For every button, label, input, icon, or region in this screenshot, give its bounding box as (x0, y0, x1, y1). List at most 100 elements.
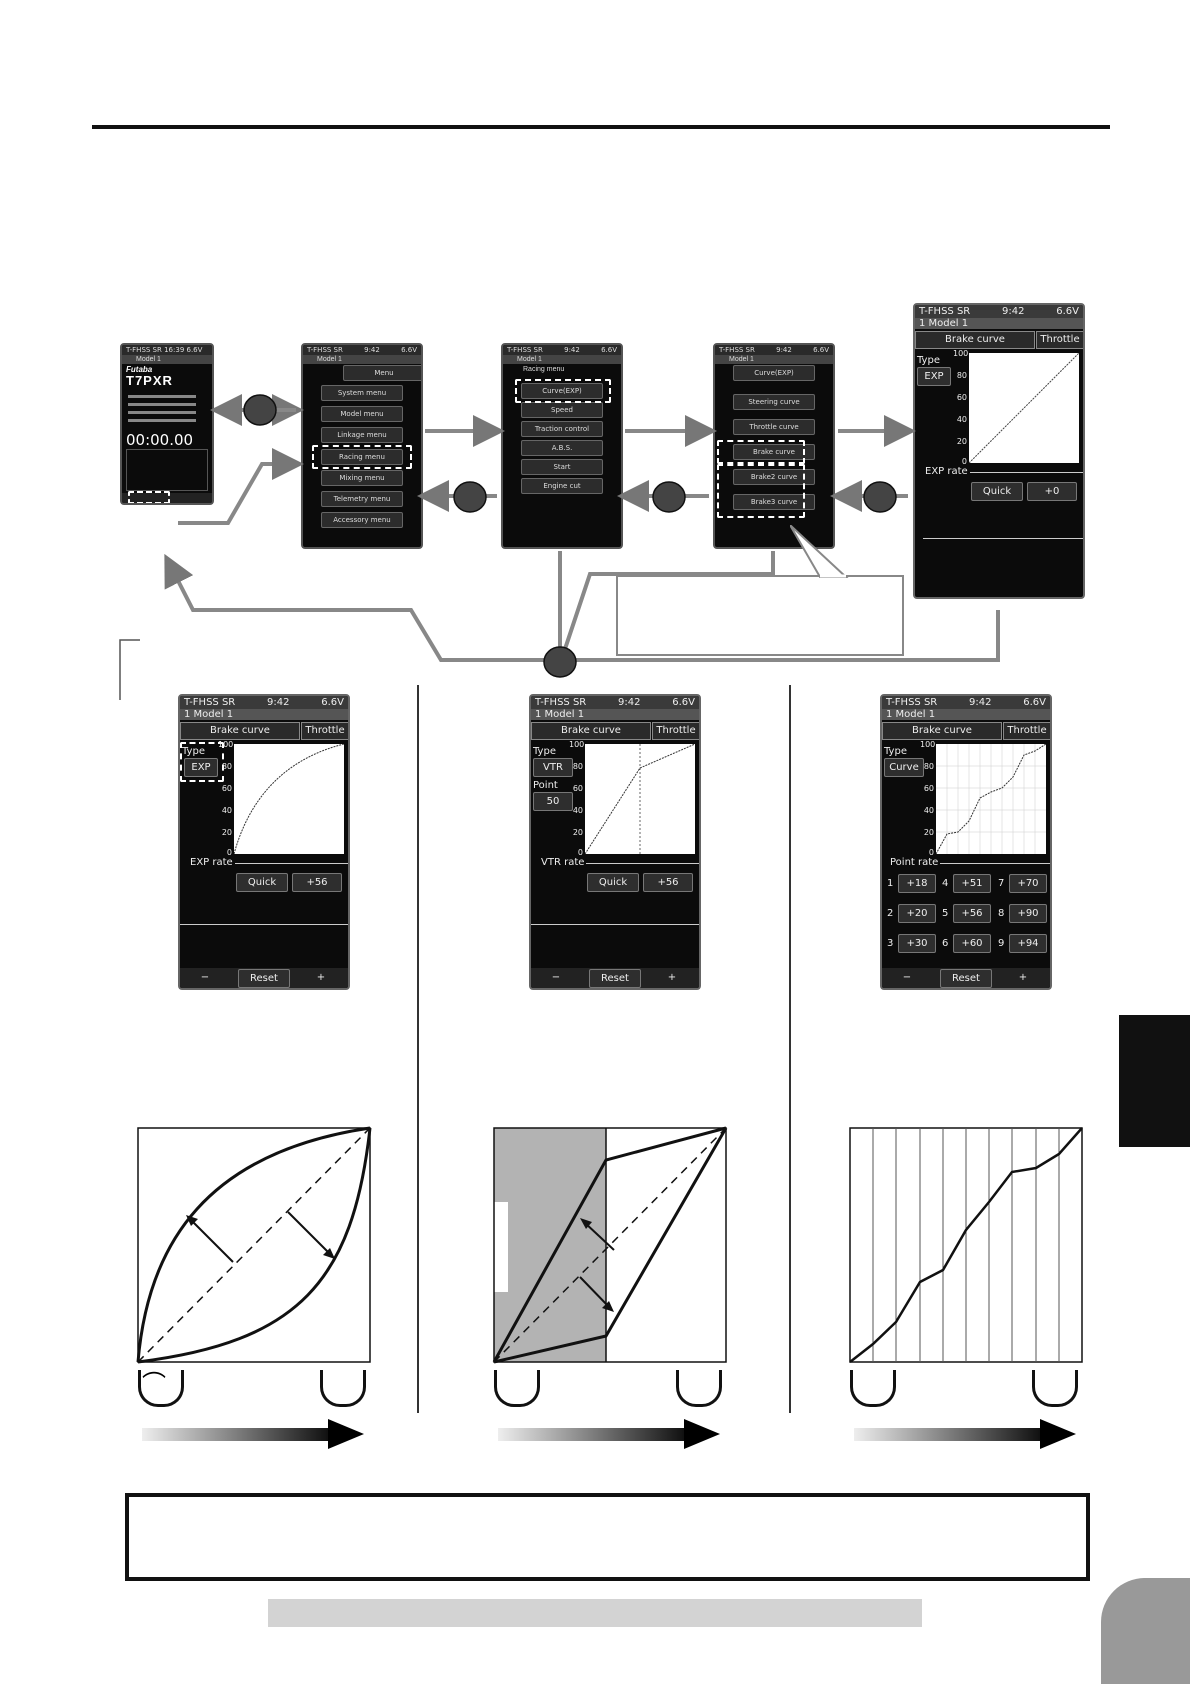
quick-button[interactable]: Quick (587, 873, 639, 892)
tab-brake-curve[interactable]: Brake curve (531, 722, 651, 740)
vtr-model: 1 Model 1 (531, 709, 699, 720)
type-highlight (180, 742, 224, 782)
type-label: Type (884, 746, 907, 757)
y-tick: 100 (218, 740, 234, 749)
racing-item-traction[interactable]: Traction control (521, 421, 603, 437)
ct-graph (936, 744, 1046, 854)
curve-item-throttle[interactable]: Throttle curve (733, 419, 815, 435)
curve-item-brake2[interactable]: Brake2 curve (733, 469, 815, 485)
quick-button[interactable]: Quick (236, 873, 288, 892)
point-button[interactable]: 50 (533, 792, 573, 811)
y-tick: 60 (572, 784, 583, 793)
curve-exp-highlight (515, 379, 611, 403)
rate-label: EXP rate (188, 857, 235, 868)
menu-item-accessory[interactable]: Accessory menu (321, 512, 403, 528)
point-value[interactable]: +90 (1009, 904, 1047, 923)
rate-value[interactable]: +56 (643, 873, 693, 892)
reset-button[interactable]: Reset (940, 969, 992, 988)
trigger-neutral-icon (850, 1370, 896, 1407)
racing-item-curve-exp[interactable]: Curve(EXP) (521, 383, 603, 399)
plus-button[interactable]: + (1000, 969, 1046, 986)
y-tick: 80 (956, 371, 967, 380)
reset-button[interactable]: Reset (238, 969, 290, 988)
racing-item-abs[interactable]: A.B.S. (521, 440, 603, 456)
rate-label: Point rate (888, 857, 941, 868)
racing-menu-highlight (312, 445, 412, 469)
point-value[interactable]: +20 (898, 904, 936, 923)
menu-item-system[interactable]: System menu (321, 385, 403, 401)
rate-value[interactable]: +0 (1027, 482, 1077, 501)
racing-item-start[interactable]: Start (521, 459, 603, 475)
y-tick: 100 (920, 740, 936, 749)
menu-item-telemetry[interactable]: Telemetry menu (321, 491, 403, 507)
product-name: T7PXR (126, 373, 173, 388)
racing-model: Model 1 (503, 355, 621, 364)
tab-throttle[interactable]: Throttle (1036, 331, 1083, 349)
type-button[interactable]: EXP (917, 367, 951, 386)
menu-item-mixing[interactable]: Mixing menu (321, 470, 403, 486)
point-value[interactable]: +30 (898, 934, 936, 953)
point-number: 8 (998, 908, 1005, 919)
point-value[interactable]: +70 (1009, 874, 1047, 893)
tab-brake-curve[interactable]: Brake curve (180, 722, 300, 740)
y-tick: 40 (221, 806, 232, 815)
tab-throttle[interactable]: Throttle (652, 722, 699, 740)
type-button[interactable]: EXP (184, 758, 218, 777)
tab-throttle[interactable]: Throttle (1003, 722, 1050, 740)
y-tick: 40 (572, 806, 583, 815)
trigger-neutral-icon (138, 1370, 184, 1407)
brake-curves-group-highlight (717, 464, 805, 518)
minus-button[interactable]: − (182, 969, 228, 986)
point-value[interactable]: +60 (953, 934, 991, 953)
menu-item-racing[interactable]: Racing menu (321, 449, 403, 465)
trigger-neutral-icon (494, 1370, 540, 1407)
curve-item-steering[interactable]: Steering curve (733, 394, 815, 410)
point-number: 2 (887, 908, 894, 919)
plus-button[interactable]: + (649, 969, 695, 986)
note-box (125, 1493, 1090, 1581)
ct-bottom-bar: − Reset + (882, 968, 1050, 988)
page-number-tab (1101, 1578, 1190, 1684)
type-button[interactable]: VTR (533, 758, 573, 777)
rate-value[interactable]: +56 (292, 873, 342, 892)
curve-title: Curve(EXP) (733, 365, 815, 381)
plus-button[interactable]: + (298, 969, 344, 986)
y-tick: 0 (577, 848, 583, 857)
trigger-pulled-icon (676, 1370, 722, 1407)
tab-brake-curve[interactable]: Brake curve (915, 331, 1035, 349)
home-screen: T-FHSS SR 16:39 6.6V Model 1 Futaba T7PX… (120, 343, 214, 505)
menu-item-model[interactable]: Model menu (321, 406, 403, 422)
brake-curve-highlight (717, 440, 805, 464)
point-value[interactable]: +51 (953, 874, 991, 893)
point-value[interactable]: +18 (898, 874, 936, 893)
menu-item-linkage[interactable]: Linkage menu (321, 427, 403, 443)
y-tick: 80 (572, 762, 583, 771)
racing-item-engine-cut[interactable]: Engine cut (521, 478, 603, 494)
minus-button[interactable]: − (884, 969, 930, 986)
menu-button-highlight[interactable] (128, 491, 170, 503)
minus-button[interactable]: − (533, 969, 579, 986)
point-value[interactable]: +94 (1009, 934, 1047, 953)
point-number: 5 (942, 908, 949, 919)
tab-throttle[interactable]: Throttle (301, 722, 348, 740)
curve-item-brake3[interactable]: Brake3 curve (733, 494, 815, 510)
racing-title: Racing menu (523, 366, 565, 373)
trigger-pulled-icon (320, 1370, 366, 1407)
curve-item-brake[interactable]: Brake curve (733, 444, 815, 460)
y-tick: 80 (221, 762, 232, 771)
home-trim-list (126, 449, 208, 491)
tab-brake-curve[interactable]: Brake curve (882, 722, 1002, 740)
column-divider (417, 685, 419, 1413)
point-value[interactable]: +56 (953, 904, 991, 923)
point-number: 6 (942, 938, 949, 949)
type-button[interactable]: Curve (884, 758, 924, 777)
y-tick: 20 (956, 437, 967, 446)
menu-model: Model 1 (303, 355, 421, 364)
curve-model: Model 1 (715, 355, 833, 364)
reset-button[interactable]: Reset (589, 969, 641, 988)
quick-button[interactable]: Quick (971, 482, 1023, 501)
